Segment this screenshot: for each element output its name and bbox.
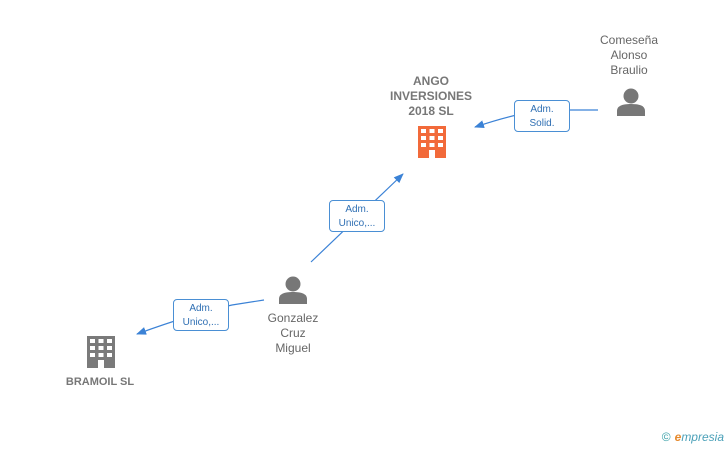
building-icon[interactable] xyxy=(87,336,115,368)
node-label-ango-inversiones[interactable]: ANGO INVERSIONES 2018 SL xyxy=(389,74,473,118)
edge-label-adm-solid[interactable]: Adm. Solid. xyxy=(514,100,570,132)
node-label-bramoil[interactable]: BRAMOIL SL xyxy=(65,376,135,388)
footer-brand: © empresia xyxy=(662,430,724,444)
edge-label-adm-unico[interactable]: Adm. Unico,... xyxy=(173,299,229,331)
copyright-symbol: © xyxy=(661,430,671,444)
node-label-comesena[interactable]: Comeseña Alonso Braulio xyxy=(599,33,659,77)
person-icon[interactable] xyxy=(279,276,307,305)
person-icon[interactable] xyxy=(617,88,645,117)
node-label-gonzalez[interactable]: Gonzalez Cruz Miguel xyxy=(267,311,319,355)
empresia-logo[interactable]: empresia xyxy=(674,430,724,444)
building-icon[interactable] xyxy=(418,126,446,158)
edge-label-adm-unico[interactable]: Adm. Unico,... xyxy=(329,200,385,232)
